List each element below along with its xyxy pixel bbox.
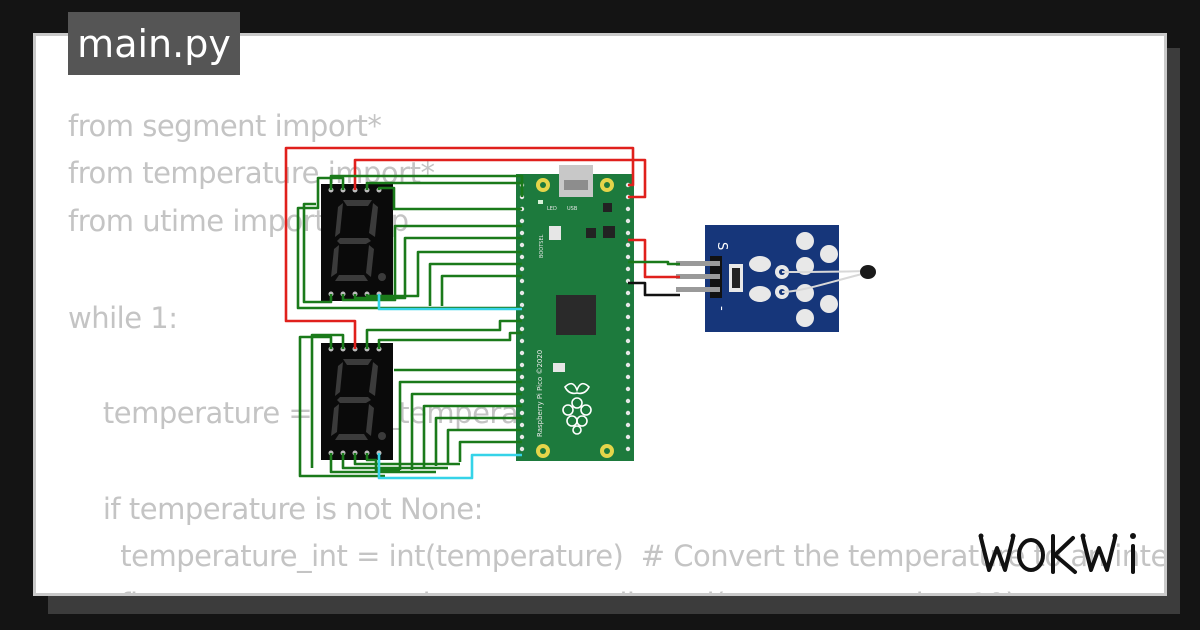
wire-green <box>329 453 436 474</box>
wire-green <box>296 176 522 310</box>
thermistor-icon <box>860 265 876 279</box>
wire-green <box>458 440 522 462</box>
file-tab[interactable]: main.py <box>68 12 240 75</box>
code-line: temperature_int = int(temperature) # Con… <box>68 539 1167 573</box>
wire-green <box>434 416 522 466</box>
sensor-signal-label: S <box>714 242 729 250</box>
usb-label: USB <box>567 206 578 212</box>
wire-red <box>353 158 647 199</box>
wire-green <box>410 392 522 470</box>
wire-green <box>440 274 522 306</box>
wire-green <box>377 331 522 349</box>
seven-segment-display-2[interactable] <box>321 343 393 460</box>
wire-green <box>446 428 522 464</box>
bootsel-label: BOOTSEL <box>539 234 545 258</box>
raspberry-logo-icon <box>562 382 592 435</box>
wire-red <box>284 146 635 349</box>
led-label: LED <box>547 206 557 212</box>
seven-segment-display-1[interactable] <box>321 184 393 301</box>
wire-green <box>365 453 400 472</box>
wire-green <box>377 186 522 211</box>
wokwi-logo <box>978 533 1136 574</box>
bootsel-button[interactable] <box>549 226 561 240</box>
code-line: if temperature is not None: <box>68 492 484 526</box>
code-background: from segment import* from temperature im… <box>36 36 1164 593</box>
wire-green <box>365 250 522 298</box>
wire-green <box>302 202 333 304</box>
wire-green <box>353 236 522 300</box>
wire-cyan <box>377 294 522 311</box>
code-line: while 1: <box>68 301 178 335</box>
board-name: Raspberry Pi Pico ©2020 <box>536 350 544 437</box>
wire-green <box>428 262 522 306</box>
wire-green <box>341 224 522 302</box>
wire-green <box>365 181 524 197</box>
wire-red <box>628 238 680 279</box>
raspberry-pi-pico-board[interactable]: LED USB BOOTSEL Raspberry Pi Pico ©2020 <box>516 165 634 461</box>
wire-cyan <box>377 453 522 480</box>
wire-green <box>422 404 522 468</box>
wire-black <box>628 281 680 297</box>
wires <box>284 146 680 480</box>
rp2040-chip <box>556 295 596 335</box>
wire-green <box>310 333 345 468</box>
wire-green <box>365 319 522 349</box>
temperature-sensor-module[interactable]: S - <box>676 225 876 332</box>
wire-green <box>341 453 448 470</box>
wire-green <box>353 453 460 466</box>
wire-green <box>628 260 680 266</box>
wire-green <box>329 174 524 190</box>
sensor-ground-label: - <box>714 306 729 311</box>
wire-green <box>398 380 522 470</box>
code-line: first_segment, second_segment = divmod(t… <box>68 584 1016 593</box>
wire-green <box>298 335 385 478</box>
code-line: from segment import* <box>68 109 382 143</box>
